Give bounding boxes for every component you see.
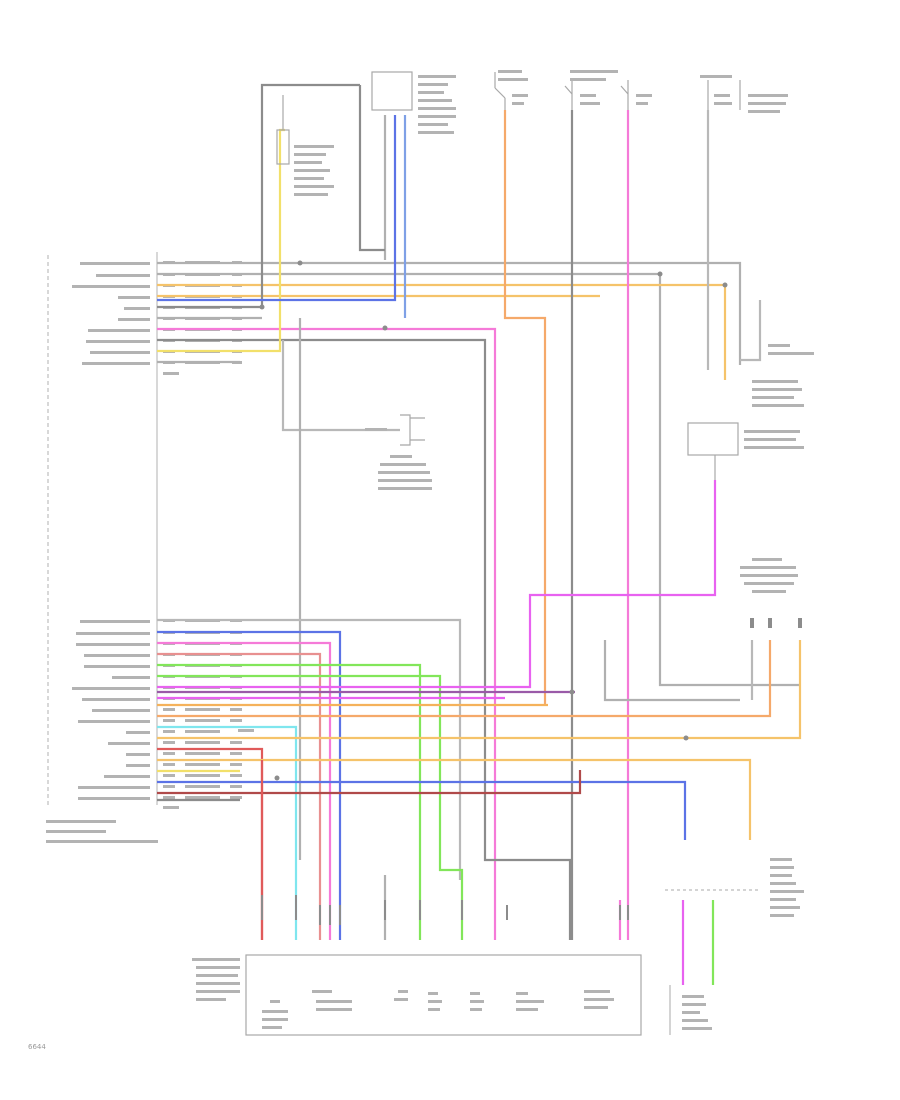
fuse-block-1 [494,72,506,110]
fuse-block-2 [564,80,629,110]
connector-pin-icon [750,618,802,628]
pcm-relay-label [744,430,804,449]
page-number: 6644 [28,1043,46,1051]
ecm-caption [46,820,158,843]
top-connector-box [371,71,413,111]
ground-label [365,428,432,490]
fuse-block-3-label [700,75,788,113]
ecm-lower-pin-labels [72,619,254,809]
top-connector-label [418,75,456,134]
right-sensor-labels [752,344,814,407]
transmission-connector-label [192,958,614,1029]
coolant-temp-sensor-label [294,145,334,196]
bottom-wire-tags [261,895,629,925]
bottom-right-labels [682,858,804,1030]
ground-wire [281,318,400,810]
splice-icon [259,260,728,781]
transmission-connector [245,954,642,1036]
lower-wires [157,480,802,985]
right-mid-component-label [740,558,798,593]
fuse-block-2-label [570,70,652,105]
ecm-bracket-icon [47,252,158,805]
ground-icon [400,414,425,446]
fuse-block-3 [707,80,741,110]
fuse-block-1-label [498,70,528,105]
upper-wires [157,83,800,940]
bottom-right-component [665,889,760,1035]
coolant-temp-sensor [276,95,290,165]
pcm-relay-box [687,422,739,480]
